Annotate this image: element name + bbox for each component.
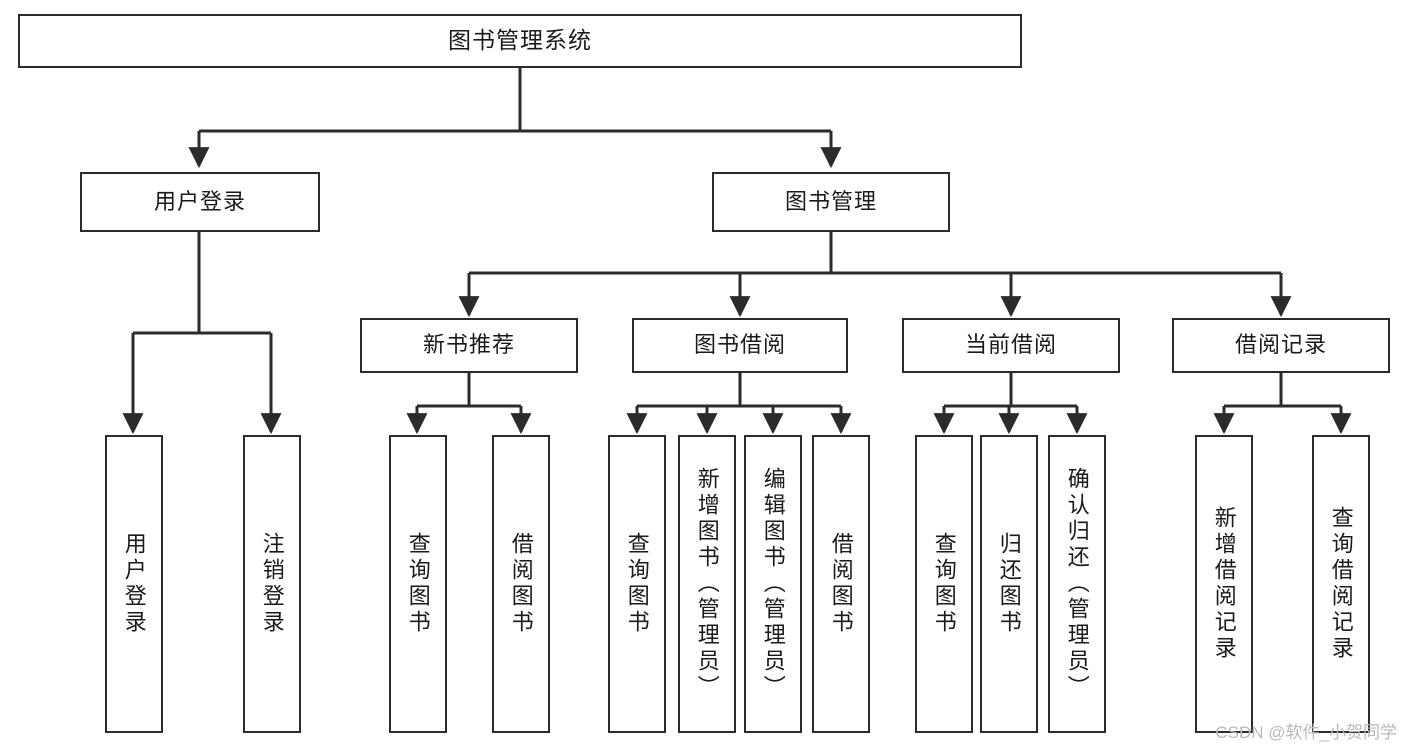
node-leaf-add-book[interactable]: 新增图书（管理员） <box>678 435 736 733</box>
node-leaf-user-login[interactable]: 用户登录 <box>105 435 163 733</box>
node-leaf-borrow-book-1-label: 借阅图书 <box>508 532 534 636</box>
node-leaf-query-book-2-label: 查询图书 <box>624 532 650 636</box>
node-book-management-label: 图书管理 <box>784 188 877 214</box>
node-leaf-borrow-book-2[interactable]: 借阅图书 <box>812 435 870 733</box>
node-book-borrow[interactable]: 图书借阅 <box>632 318 848 373</box>
node-current-borrow-label: 当前借阅 <box>964 332 1057 358</box>
node-leaf-query-book-2[interactable]: 查询图书 <box>608 435 666 733</box>
node-leaf-borrow-book-1[interactable]: 借阅图书 <box>492 435 550 733</box>
node-leaf-query-book-3[interactable]: 查询图书 <box>915 435 973 733</box>
node-new-book-recommend-label: 新书推荐 <box>422 332 515 358</box>
node-leaf-query-book-3-label: 查询图书 <box>931 532 957 636</box>
node-borrow-record[interactable]: 借阅记录 <box>1172 318 1390 373</box>
node-root-label: 图书管理系统 <box>448 27 592 54</box>
node-root-book-management-system[interactable]: 图书管理系统 <box>18 14 1022 68</box>
node-leaf-query-book-1[interactable]: 查询图书 <box>389 435 447 733</box>
node-user-login-label: 用户登录 <box>153 188 246 214</box>
node-leaf-query-record[interactable]: 查询借阅记录 <box>1312 435 1370 733</box>
node-borrow-record-label: 借阅记录 <box>1234 332 1327 358</box>
node-leaf-logout-login[interactable]: 注销登录 <box>243 435 301 733</box>
node-leaf-confirm-return-label: 确认归还（管理员） <box>1064 467 1090 701</box>
node-leaf-add-book-label: 新增图书（管理员） <box>694 467 720 701</box>
node-leaf-query-book-1-label: 查询图书 <box>405 532 431 636</box>
watermark: CSDN @软件_小贺同学 <box>1215 723 1397 742</box>
node-leaf-return-book[interactable]: 归还图书 <box>980 435 1038 733</box>
node-new-book-recommend[interactable]: 新书推荐 <box>360 318 578 373</box>
node-leaf-user-login-label: 用户登录 <box>121 532 147 636</box>
node-book-borrow-label: 图书借阅 <box>693 332 786 358</box>
node-leaf-borrow-book-2-label: 借阅图书 <box>828 532 854 636</box>
node-user-login[interactable]: 用户登录 <box>80 172 320 232</box>
node-leaf-edit-book-label: 编辑图书（管理员） <box>760 467 786 701</box>
node-book-management[interactable]: 图书管理 <box>712 172 950 232</box>
node-current-borrow[interactable]: 当前借阅 <box>902 318 1120 373</box>
node-leaf-query-record-label: 查询借阅记录 <box>1328 506 1354 662</box>
node-leaf-return-book-label: 归还图书 <box>996 532 1022 636</box>
node-leaf-confirm-return[interactable]: 确认归还（管理员） <box>1048 435 1106 733</box>
node-leaf-add-record-label: 新增借阅记录 <box>1211 506 1237 662</box>
node-leaf-edit-book[interactable]: 编辑图书（管理员） <box>744 435 802 733</box>
node-leaf-logout-login-label: 注销登录 <box>259 532 285 636</box>
node-leaf-add-record[interactable]: 新增借阅记录 <box>1195 435 1253 733</box>
